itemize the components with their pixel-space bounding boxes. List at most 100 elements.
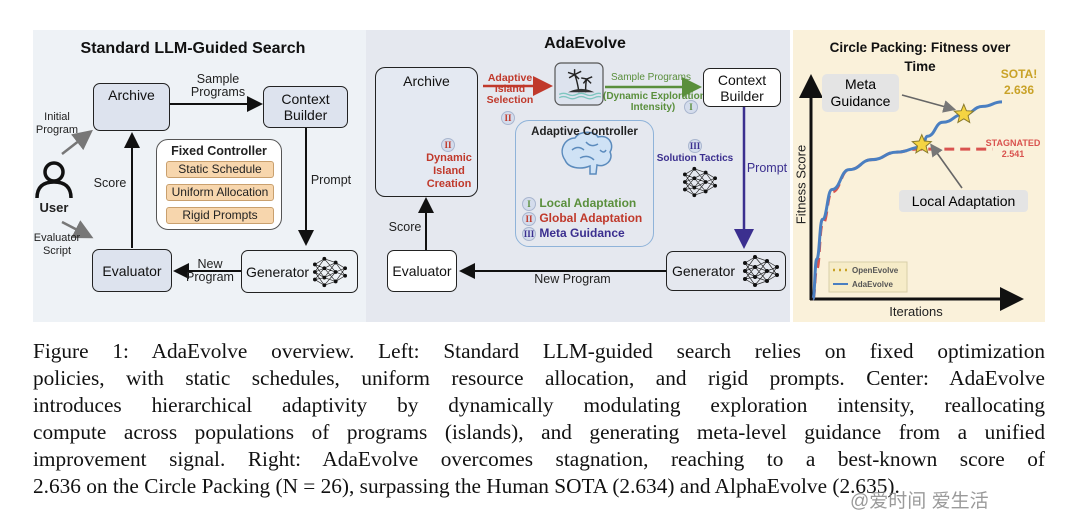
label-line: Selection <box>486 94 534 106</box>
solution-tactics-label: Solution Tactics <box>656 153 734 164</box>
generator-label: Generator <box>672 263 736 279</box>
label-line: Script <box>42 245 72 257</box>
sample-programs-label-center: Sample Programs <box>610 72 692 83</box>
score-label: Score <box>93 176 127 190</box>
generator-label: Generator <box>246 263 310 280</box>
left-panel-title: Standard LLM-Guided Search <box>80 40 306 57</box>
numeral: II <box>501 111 515 125</box>
label-line: Dynamic <box>426 152 472 164</box>
label-line: Programs <box>190 85 246 99</box>
score-label-center: Score <box>388 220 422 234</box>
controller-item-label: Global Adaptation <box>539 211 643 225</box>
label-line: Intensity) <box>630 102 676 113</box>
legend-label-adaevolve: AdaEvolve <box>852 280 893 289</box>
controller-item-global: II Global Adaptation <box>522 211 642 226</box>
arrow-initial-program <box>61 129 93 155</box>
fixed-controller-item: Static Schedule <box>166 161 274 178</box>
user-label: User <box>39 200 69 215</box>
callout-line: Guidance <box>830 93 891 109</box>
fixed-controller-box: Fixed Controller Static Schedule Uniform… <box>156 139 282 230</box>
callout-line: Meta <box>844 76 877 92</box>
numeral: I <box>684 100 698 114</box>
controller-item-label: Local Adaptation <box>539 196 637 210</box>
figure-caption: Figure 1: AdaEvolve overview. Left: Stan… <box>33 338 1045 500</box>
y-axis-label: Fitness Score <box>793 144 809 225</box>
numeral-badge-i: I <box>684 97 698 115</box>
center-panel-title: AdaEvolve <box>544 35 626 52</box>
controller-item-local: I Local Adaptation <box>522 196 636 211</box>
caption-line: policies, with static schedules, uniform… <box>33 366 1045 390</box>
numeral-badge-iii: III <box>688 136 702 154</box>
label-line: 2.541 <box>1001 149 1025 159</box>
numeral: III <box>522 227 536 241</box>
numeral: III <box>688 139 702 153</box>
caption-line: Figure 1: AdaEvolve overview. Left: Stan… <box>33 339 1045 363</box>
label-line: Builder <box>283 107 328 123</box>
prompt-label: Prompt <box>310 173 352 187</box>
watermark: @爱时间 爱生活 <box>850 491 989 512</box>
archive-label: Archive <box>403 73 450 89</box>
generator-box-center: Generator <box>666 251 786 291</box>
numeral-badge-ii: II <box>441 135 455 153</box>
label-line: Program <box>186 270 234 284</box>
label-line: Creation <box>426 178 472 190</box>
label-line: STAGNATED <box>985 138 1041 148</box>
label-line: Evaluator <box>33 232 81 244</box>
controller-item-label: Meta Guidance <box>539 226 625 240</box>
label-line: Initial <box>44 111 70 123</box>
adaptive-controller-title: Adaptive Controller <box>531 126 638 138</box>
local-adaptation-callout: Local Adaptation <box>899 190 1028 212</box>
brain-icon <box>561 131 613 175</box>
title-line: Circle Packing: Fitness over <box>829 40 1011 55</box>
label-line: Builder <box>720 87 764 104</box>
label-line: 2.636 <box>1003 83 1035 97</box>
numeral: II <box>441 138 455 152</box>
label-line: Sample <box>196 72 240 86</box>
selected-island-box <box>554 62 604 106</box>
label-line: Island <box>433 165 465 177</box>
local-adaptation-pointer <box>930 143 963 189</box>
fixed-controller-title: Fixed Controller <box>171 144 267 158</box>
caption-line: compute across populations of programs (… <box>33 420 1045 444</box>
numeral: I <box>522 197 536 211</box>
meta-guidance-pointer <box>901 94 957 113</box>
star-marker <box>953 102 975 124</box>
prompt-label-center: Prompt <box>746 161 788 175</box>
archive-label: Archive <box>108 87 155 103</box>
label-line: Context <box>717 71 767 88</box>
caption-line: introduces hierarchical adaptivity by dy… <box>33 393 1045 417</box>
arrow-evaluator-script <box>61 220 94 239</box>
x-axis-label: Iterations <box>889 304 943 319</box>
user-icon <box>35 161 73 199</box>
numeral: II <box>522 212 536 226</box>
label-line: (Dynamic Exploration <box>603 91 706 102</box>
evaluator-box: Evaluator <box>92 249 172 292</box>
archive-box: Archive <box>93 83 170 131</box>
sota-label: SOTA! 2.636 <box>996 66 1042 98</box>
label-line: Context <box>281 91 330 107</box>
label-line: Adaptive <box>487 72 533 84</box>
neural-network-icon <box>682 166 718 198</box>
evaluator-box-center: Evaluator <box>387 250 457 292</box>
title-line: Time <box>904 59 936 74</box>
numeral-badge-ii: II <box>501 108 515 126</box>
new-program-label-center: New Program <box>534 272 611 286</box>
star-marker <box>911 133 933 154</box>
label-line: SOTA! <box>1000 67 1038 81</box>
legend-label-openevolve: OpenEvolve <box>852 266 899 275</box>
fixed-controller-item: Uniform Allocation <box>166 184 274 201</box>
label-line: New <box>197 257 223 271</box>
fixed-controller-item: Rigid Prompts <box>166 207 274 224</box>
label-line: Island <box>494 83 526 95</box>
